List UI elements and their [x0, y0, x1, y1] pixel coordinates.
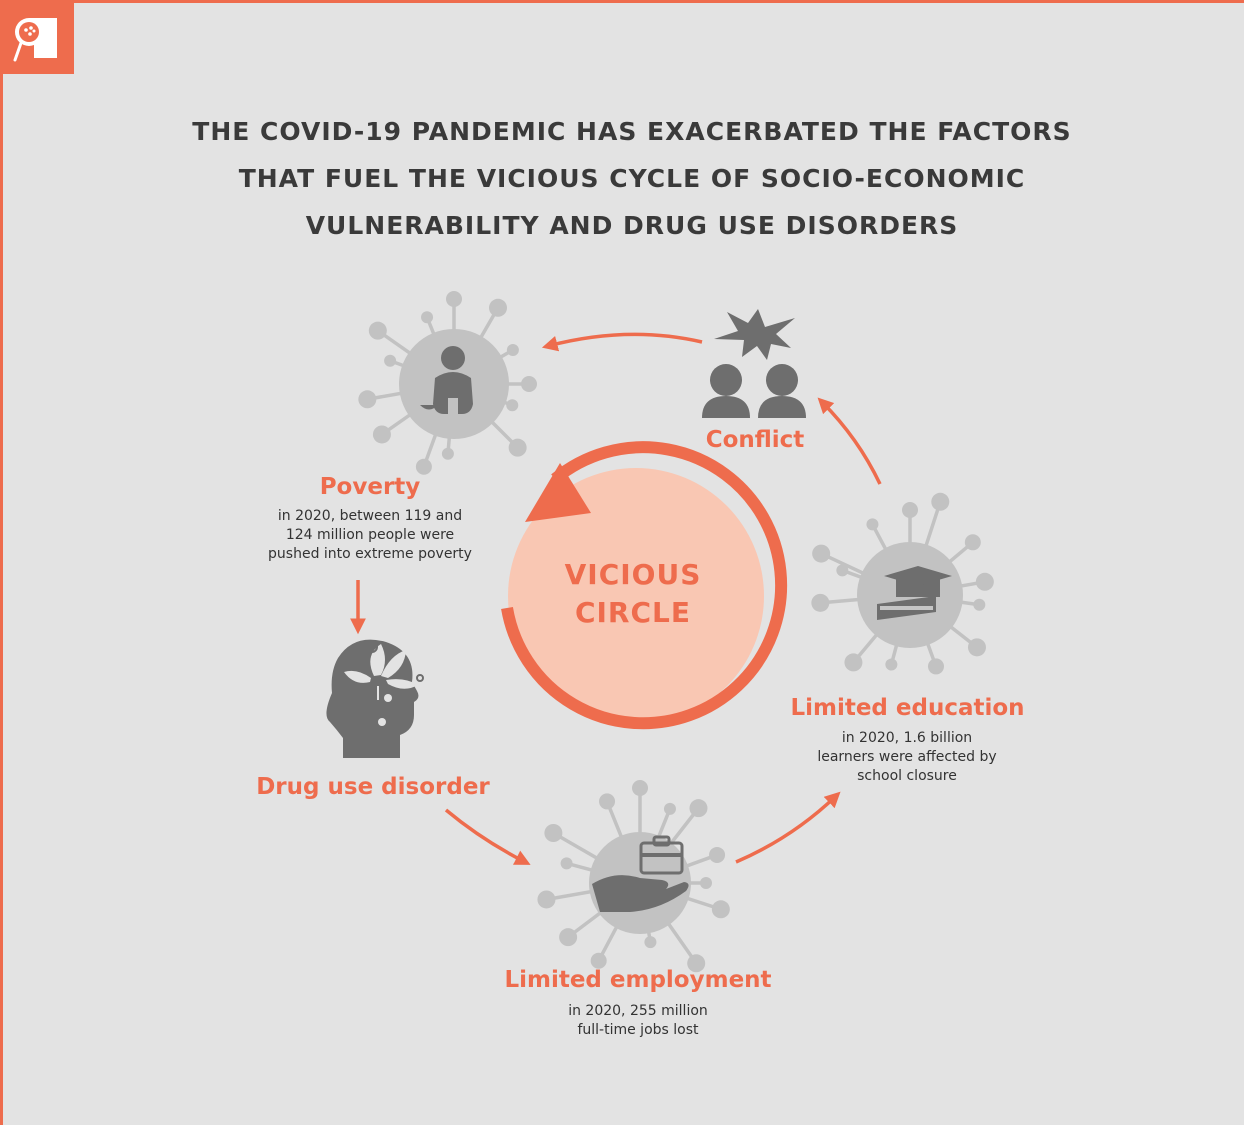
page-title: THE COVID-19 PANDEMIC HAS EXACERBATED TH… — [100, 108, 1164, 249]
hand-briefcase-icon — [592, 835, 689, 912]
vicious-circle-graphic — [501, 441, 788, 730]
poverty-line-3: pushed into extreme poverty — [268, 546, 472, 562]
virus-spike-tip — [521, 376, 537, 392]
arrow-conflict-to-poverty — [541, 332, 703, 352]
virus-spike-tip — [885, 658, 898, 671]
virus-cluster-education — [811, 492, 994, 675]
head-drug-icon — [326, 639, 424, 758]
virus-spike-tip — [415, 458, 432, 475]
virus-spike-tip — [506, 399, 519, 412]
poverty-description: in 2020, between 119 and 124 million peo… — [250, 507, 490, 564]
virus-spike-tip — [964, 534, 981, 551]
virus-spike-tip — [866, 518, 879, 531]
virus-spike-tip — [544, 824, 563, 842]
virus-spike-tip — [441, 447, 454, 460]
virus-spike-tip — [384, 354, 397, 367]
education-line-2: learners were affected by — [817, 749, 997, 765]
virus-spike-tip — [421, 311, 434, 324]
virus-spike-tip — [508, 438, 527, 457]
virus-spike-tip — [927, 658, 944, 675]
circle-arrowhead — [525, 463, 591, 522]
virus-spike-tip — [811, 593, 830, 612]
virus-spike-tip — [372, 425, 391, 444]
poverty-line-2: 124 million people were — [285, 527, 455, 543]
arrow-drug-to-employment — [444, 808, 531, 865]
virus-spike-tip — [446, 291, 462, 307]
virus-spike-tip — [644, 936, 657, 949]
drug-use-label: Drug use disorder — [256, 774, 490, 800]
center-line-1: VICIOUS — [564, 558, 702, 591]
virus-spike-tip — [812, 544, 831, 563]
center-line-2: CIRCLE — [574, 596, 692, 629]
education-label: Limited education — [790, 695, 1025, 721]
virus-spike-tip — [632, 780, 648, 796]
virus-spike-tip — [358, 390, 377, 409]
title-line-1: THE COVID-19 PANDEMIC HAS EXACERBATED TH… — [192, 117, 1072, 146]
vicious-circle-label: VICIOUS CIRCLE — [505, 556, 761, 632]
virus-spike-tip — [599, 793, 616, 810]
frame-top-border — [0, 0, 1244, 3]
employment-label: Limited employment — [504, 967, 772, 993]
virus-spike-tip — [590, 952, 607, 969]
poverty-line-1: in 2020, between 119 and — [277, 508, 463, 524]
employment-line-1: in 2020, 255 million — [568, 1003, 708, 1019]
education-description: in 2020, 1.6 billion learners were affec… — [797, 729, 1017, 786]
conflict-people-icon — [702, 309, 806, 418]
virus-spike-tip — [967, 638, 986, 657]
frame-left-border — [0, 0, 3, 1125]
education-line-1: in 2020, 1.6 billion — [841, 730, 973, 746]
virus-spike-tip — [709, 846, 726, 863]
virus-spike-tip — [506, 344, 519, 356]
virus-cluster-employment — [537, 780, 730, 973]
virus-spike-tip — [687, 954, 706, 973]
virus-spike-tip — [689, 799, 708, 818]
title-line-2: THAT FUEL THE VICIOUS CYCLE OF SOCIO-ECO… — [238, 164, 1026, 193]
publication-logo-icon — [0, 0, 74, 74]
virus-spike-tip — [711, 900, 730, 919]
poverty-label: Poverty — [319, 474, 421, 500]
title-line-3: VULNERABILITY AND DRUG USE DISORDERS — [305, 211, 959, 240]
virus-spike-tip — [836, 564, 849, 577]
virus-spike-tip — [560, 857, 573, 870]
education-line-3: school closure — [857, 768, 957, 784]
virus-spike-tip — [489, 298, 507, 317]
virus-spike-tip — [973, 598, 986, 611]
employment-line-2: full-time jobs lost — [577, 1022, 699, 1038]
virus-spike-tip — [559, 928, 578, 947]
employment-description: in 2020, 255 million full-time jobs lost — [528, 1002, 748, 1040]
conflict-label: Conflict — [705, 427, 805, 453]
person-poverty-icon — [420, 346, 473, 414]
virus-spike-tip — [902, 502, 918, 518]
virus-spike-tip — [700, 877, 712, 889]
arrow-employment-to-education — [735, 791, 841, 864]
arrow-education-to-conflict — [817, 397, 882, 485]
virus-spike-tip — [844, 653, 863, 672]
virus-spike-tip — [931, 492, 950, 511]
virus-spike-tip — [368, 321, 387, 340]
book-graduation-cap-icon — [877, 566, 952, 620]
virus-spike-tip — [537, 890, 556, 909]
virus-spike-tip — [975, 572, 994, 591]
virus-spike-tip — [663, 802, 676, 815]
